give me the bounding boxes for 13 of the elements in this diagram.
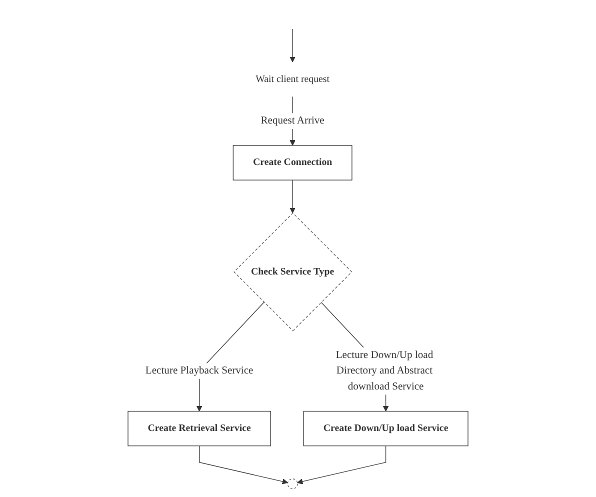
edge-label: Lecture Playback Service [145,364,254,376]
arrow [199,445,288,484]
edge-label: Lecture Down/Up load Directory and Abstract download Service [336,348,434,392]
node-text: Wait client request [256,73,330,84]
arrow [290,179,296,213]
node-box: Create Retrieval Service [128,410,271,446]
node-circle [287,478,298,489]
edge-label: Request Arrive [260,114,324,126]
node-box: Create Down/Up load Service [303,410,468,446]
node-diamond: Check Service Type [234,212,352,331]
arrow [290,28,296,62]
arrow [297,445,386,484]
node-box: Create Connection [232,144,352,180]
